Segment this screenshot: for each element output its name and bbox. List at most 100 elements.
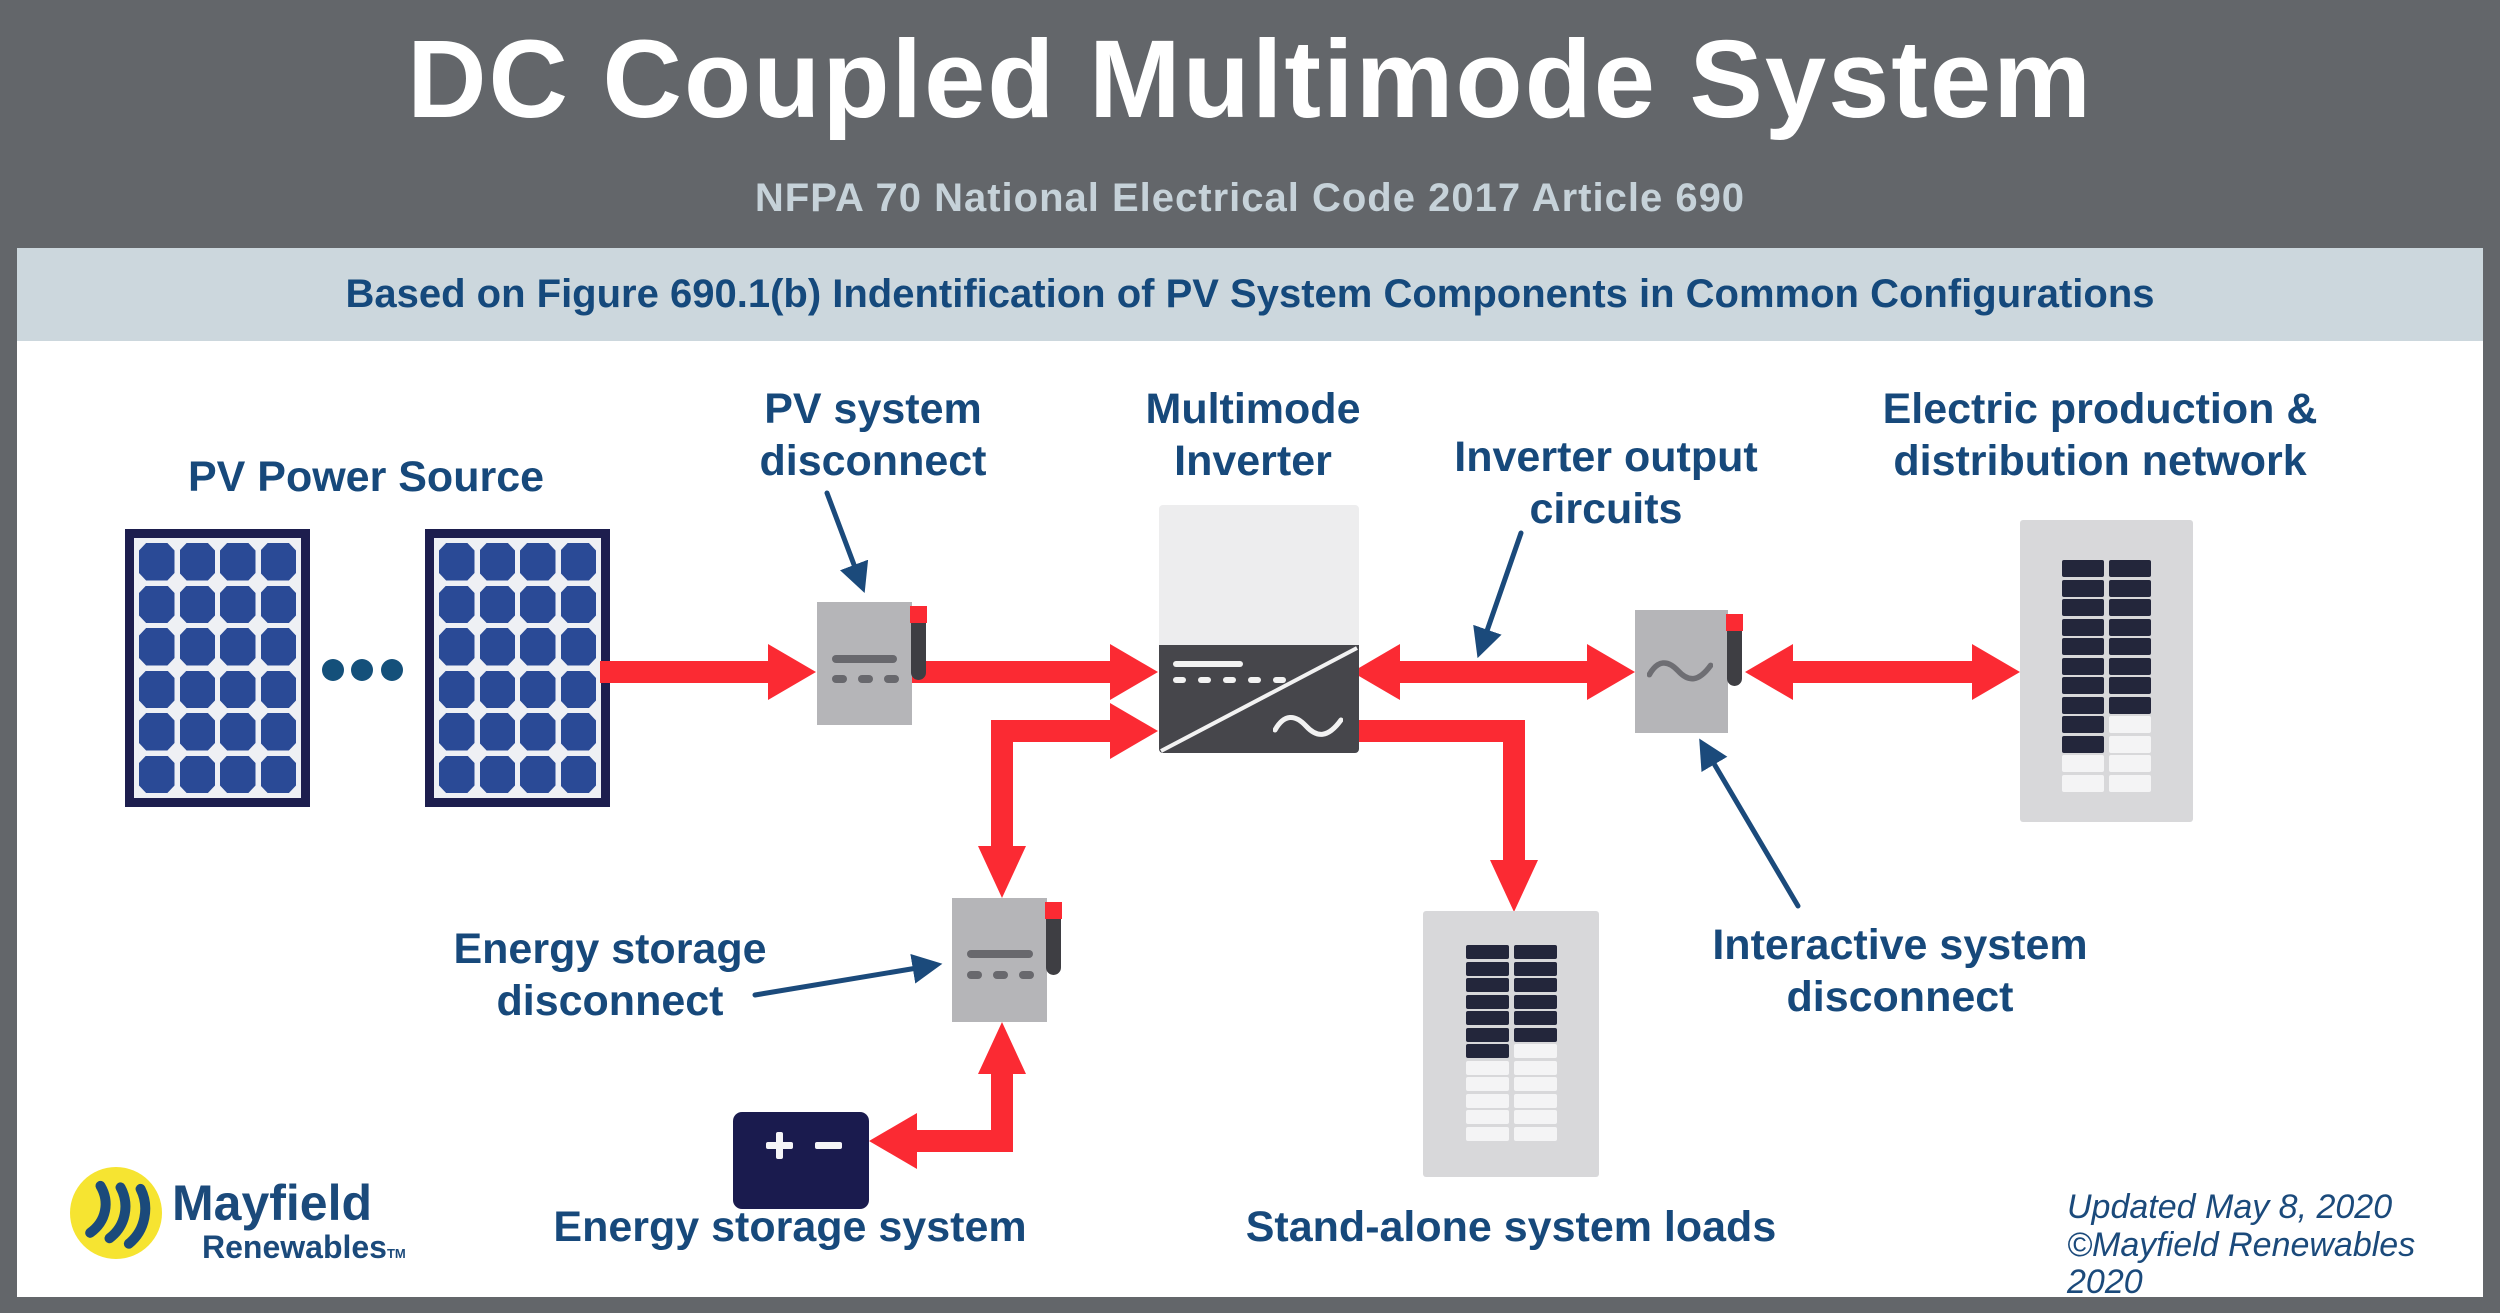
inverter-top-panel <box>1159 505 1359 645</box>
solar-cell <box>220 670 256 708</box>
page-title: DC Coupled Multimode System <box>407 18 2093 141</box>
breaker-cell <box>1514 978 1557 992</box>
solar-cell <box>260 543 296 581</box>
flow-arrow-loads-vertical <box>1503 742 1525 860</box>
solar-cell <box>220 755 256 793</box>
pointer-arrow-interactive-disconnect <box>1699 738 1801 909</box>
switch-handle-icon <box>1727 631 1742 686</box>
breaker-cell <box>2062 696 2104 714</box>
solar-cell <box>479 628 515 666</box>
breaker-cell <box>1514 945 1557 959</box>
disconnect-line-icon <box>832 655 897 663</box>
dc-dash-icon <box>1273 677 1286 683</box>
breaker-cell <box>1466 961 1509 976</box>
flow-arrowhead-up-icon <box>978 1022 1026 1074</box>
flow-arrowhead-left-icon <box>1352 644 1400 700</box>
breaker-cell <box>1466 945 1509 959</box>
breaker-cell <box>1466 1060 1509 1075</box>
breaker-cell <box>1514 994 1557 1009</box>
multimode-inverter <box>1159 645 1359 753</box>
breaker-cell <box>2062 774 2104 792</box>
solar-cell <box>520 713 556 751</box>
breaker-cell <box>2109 618 2151 636</box>
label-inverter-output-circuits: Inverter output circuits <box>1454 433 1758 533</box>
breaker-cell <box>1514 1077 1557 1091</box>
solar-cell <box>179 755 215 793</box>
label-standalone-loads: Stand-alone system loads <box>1245 1203 1777 1251</box>
breaker-cell <box>2062 735 2104 753</box>
breaker-cell <box>1466 1126 1509 1141</box>
breaker-cell <box>2109 579 2151 597</box>
logo-wordmark: Mayfield <box>172 1175 373 1231</box>
flow-arrowhead-left-icon <box>869 1113 917 1169</box>
breaker-column <box>1514 945 1557 1177</box>
breaker-column <box>1466 945 1509 1177</box>
breaker-cell <box>2109 774 2151 792</box>
disconnect-dash-icon <box>858 675 873 683</box>
pointer-arrow-inverter-output <box>1473 530 1524 659</box>
interactive-disconnect-switch <box>1635 610 1743 733</box>
breaker-cell <box>1514 1044 1557 1058</box>
ac-sine-icon <box>1647 660 1713 682</box>
breaker-cell <box>2109 716 2151 733</box>
solar-cell <box>479 713 515 751</box>
pv-disconnect-switch <box>817 602 927 725</box>
solar-cell <box>260 628 296 666</box>
solar-cell <box>179 628 215 666</box>
solar-cell <box>520 543 556 581</box>
logo-waves-icon <box>85 1180 151 1249</box>
label-electric-network: Electric production & distribution netwo… <box>1882 385 2318 485</box>
flow-arrowhead-right-icon <box>768 644 816 700</box>
dc-ac-divider-icon <box>1160 646 1358 753</box>
breaker-column <box>2109 560 2151 822</box>
flow-arrow-disconnect-to-inverter <box>912 661 1110 683</box>
breaker-cell <box>2062 657 2104 675</box>
solar-cell <box>479 670 515 708</box>
solar-cell <box>520 755 556 793</box>
dc-solid-line-icon <box>1173 661 1243 667</box>
ac-sine-icon <box>1273 715 1343 737</box>
dc-dash-icon <box>1223 677 1236 683</box>
diagram-canvas: PV Power Source PV system disconnect Mul… <box>17 341 2483 1301</box>
breaker-cell <box>2062 755 2104 772</box>
flow-arrowhead-right-icon <box>1110 703 1158 759</box>
solar-cell <box>560 585 596 623</box>
flow-arrow-inverter-output <box>1400 661 1587 683</box>
solar-cell <box>179 670 215 708</box>
breaker-cell <box>2109 560 2151 577</box>
solar-cell <box>560 755 596 793</box>
flow-arrow-disconnect-to-grid <box>1793 661 1972 683</box>
solar-panel <box>125 529 310 807</box>
flow-arrowhead-right-icon <box>1587 644 1635 700</box>
battery-minus-icon <box>815 1142 842 1149</box>
flow-arrowhead-right-icon <box>1110 644 1158 700</box>
disconnect-line-icon <box>967 950 1033 958</box>
breaker-cell <box>2109 657 2151 675</box>
label-multimode-inverter: Multimode Inverter <box>1145 385 1361 485</box>
disconnect-dash-icon <box>967 971 982 979</box>
breaker-cell <box>2062 638 2104 655</box>
disconnect-dash-icon <box>832 675 847 683</box>
breaker-cell <box>1514 1011 1557 1025</box>
ellipsis-dot <box>322 659 344 681</box>
breaker-cell <box>2062 579 2104 597</box>
breaker-column <box>2062 560 2104 822</box>
solar-cell <box>479 543 515 581</box>
breaker-cell <box>2109 696 2151 714</box>
label-interactive-disconnect: Interactive system disconnect <box>1712 921 2088 1021</box>
solar-panel <box>425 529 610 807</box>
solar-cell <box>560 543 596 581</box>
loads-breaker-panel <box>1423 911 1599 1177</box>
grid-breaker-panel <box>2020 520 2193 822</box>
switch-handle-cap-icon <box>910 606 927 623</box>
breaker-cell <box>1514 1060 1557 1075</box>
ellipsis-dot <box>351 659 373 681</box>
solar-cell <box>439 585 475 623</box>
reference-banner: Based on Figure 690.1(b) Indentification… <box>17 248 2483 341</box>
solar-cell <box>439 713 475 751</box>
label-pv-disconnect: PV system disconnect <box>759 385 987 485</box>
solar-cell <box>179 713 215 751</box>
solar-cell <box>439 543 475 581</box>
breaker-cell <box>2109 599 2151 616</box>
